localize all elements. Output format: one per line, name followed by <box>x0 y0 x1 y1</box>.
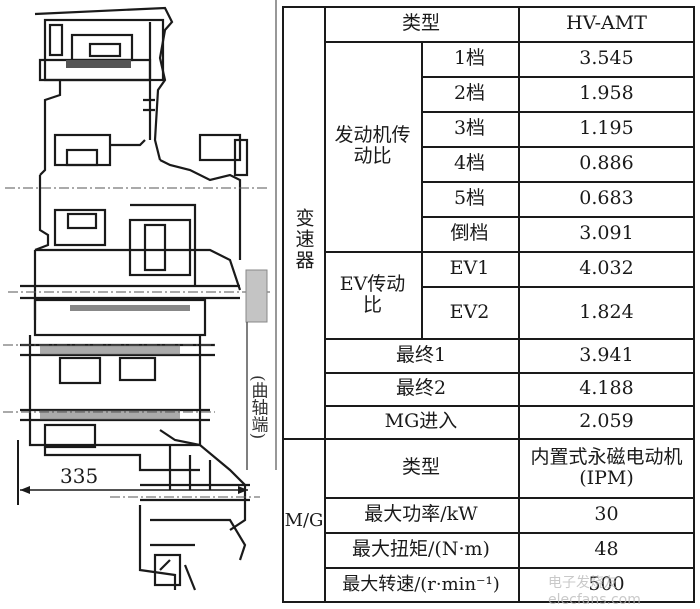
transmission-cross-section-drawing <box>3 0 277 591</box>
max-speed-label: 最大转速/(r·min⁻¹) <box>342 573 500 595</box>
max-power-value: 30 <box>594 503 619 525</box>
max-speed-value: 500 <box>588 572 625 595</box>
max-torque-value: 48 <box>594 538 619 560</box>
ev-gear-label: EV1 <box>449 257 490 279</box>
crankshaft-end-label: (曲轴端) <box>247 374 268 440</box>
gear-ratio-value: 1.958 <box>579 82 634 104</box>
final-drive-label: 最终1 <box>395 343 447 366</box>
mg-input-label: MG进入 <box>384 410 458 432</box>
ev-gear-label: EV2 <box>449 300 490 323</box>
header-type-value: HV-AMT <box>566 12 647 34</box>
gear-label: 3档 <box>453 117 486 139</box>
final-drive-label: 最终2 <box>395 377 447 399</box>
max-torque-label: 最大扭矩/(N·m) <box>352 538 490 560</box>
header-type-label: 类型 <box>401 12 440 34</box>
gear-ratio-value: 0.683 <box>579 187 634 209</box>
final-drive-value: 3.941 <box>579 343 634 366</box>
ev-ratio-label: EV传动比 <box>339 272 406 316</box>
gear-label: 5档 <box>453 187 486 209</box>
gear-label: 1档 <box>453 47 486 69</box>
engine-ratio-label: 发动机传动比 <box>334 124 411 167</box>
motor-type-label: 类型 <box>401 456 440 478</box>
gear-label: 2档 <box>453 82 486 104</box>
ev-ratio-value: 1.824 <box>579 300 634 323</box>
spec-table: 类型 HV-AMT 变速器 发动机传动比 1档 3.545 2档 1.958 3… <box>282 6 695 603</box>
ev-ratio-value: 4.032 <box>579 257 634 279</box>
max-power-label: 最大功率/kW <box>364 503 478 525</box>
dimension-label: 335 <box>60 464 99 488</box>
final-drive-value: 4.188 <box>579 377 634 399</box>
gear-label: 4档 <box>453 152 486 174</box>
gear-label: 倒档 <box>450 222 489 244</box>
transmission-group-label: 变速器 <box>292 208 315 271</box>
gear-ratio-value: 0.886 <box>579 152 634 174</box>
watermark: 电子发烧友 elecfans.com <box>548 575 641 608</box>
mg-input-value: 2.059 <box>579 410 634 432</box>
mg-group-label: M/G <box>284 510 324 531</box>
gear-ratio-value: 3.545 <box>579 47 634 69</box>
motor-type-value: 内置式永磁电动机(IPM) <box>530 445 683 489</box>
gear-ratio-value: 3.091 <box>579 222 634 244</box>
gear-ratio-value: 1.195 <box>579 117 634 139</box>
